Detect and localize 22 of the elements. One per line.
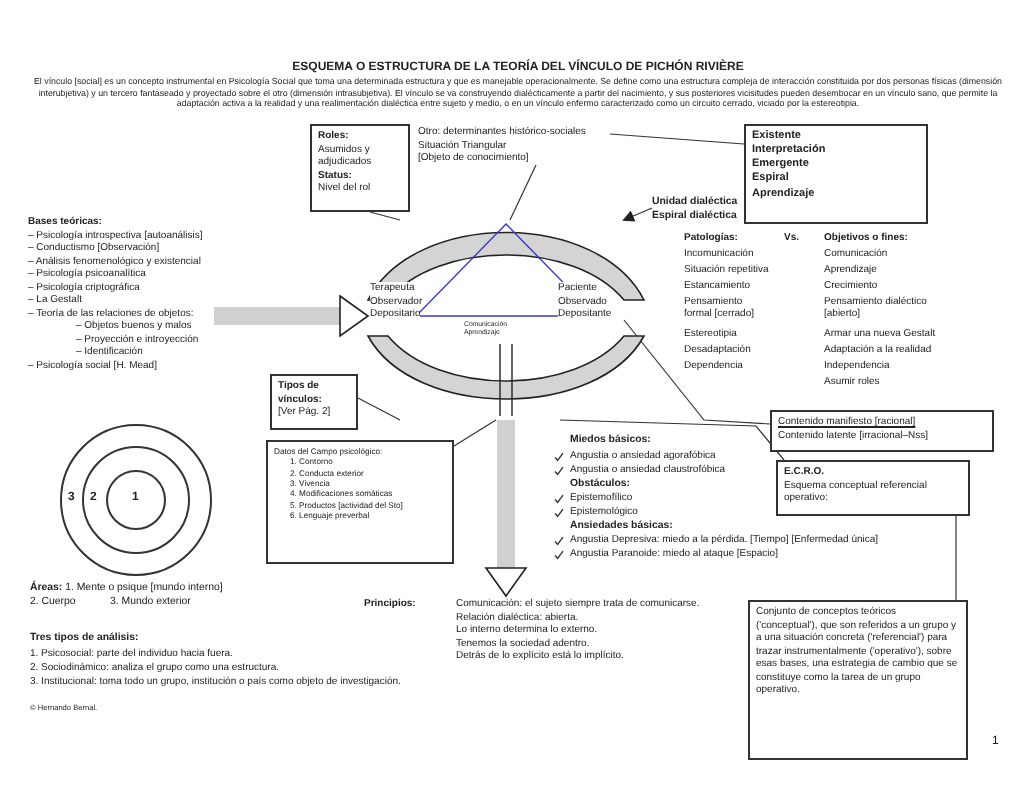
link-types-box bbox=[270, 374, 358, 430]
area-circle bbox=[82, 446, 190, 554]
connector-line bbox=[609, 133, 745, 145]
field-data-box bbox=[266, 440, 454, 564]
block-arrow bbox=[214, 295, 369, 337]
bond-drawing bbox=[364, 220, 648, 420]
connector-line bbox=[559, 419, 785, 461]
definition-box bbox=[748, 600, 968, 760]
connector-line bbox=[369, 211, 401, 221]
connector-line bbox=[453, 419, 497, 447]
arrow bbox=[622, 207, 653, 222]
connector-line bbox=[509, 164, 537, 221]
block-arrow bbox=[485, 420, 527, 597]
connector-line bbox=[955, 515, 957, 601]
connector-line bbox=[623, 319, 771, 425]
connector-line bbox=[357, 397, 401, 421]
roles-box bbox=[310, 124, 410, 212]
content-box bbox=[770, 410, 994, 452]
area-circle bbox=[60, 424, 212, 576]
concept-box bbox=[744, 124, 928, 224]
area-circle bbox=[106, 470, 166, 530]
ecro-box bbox=[776, 460, 970, 516]
